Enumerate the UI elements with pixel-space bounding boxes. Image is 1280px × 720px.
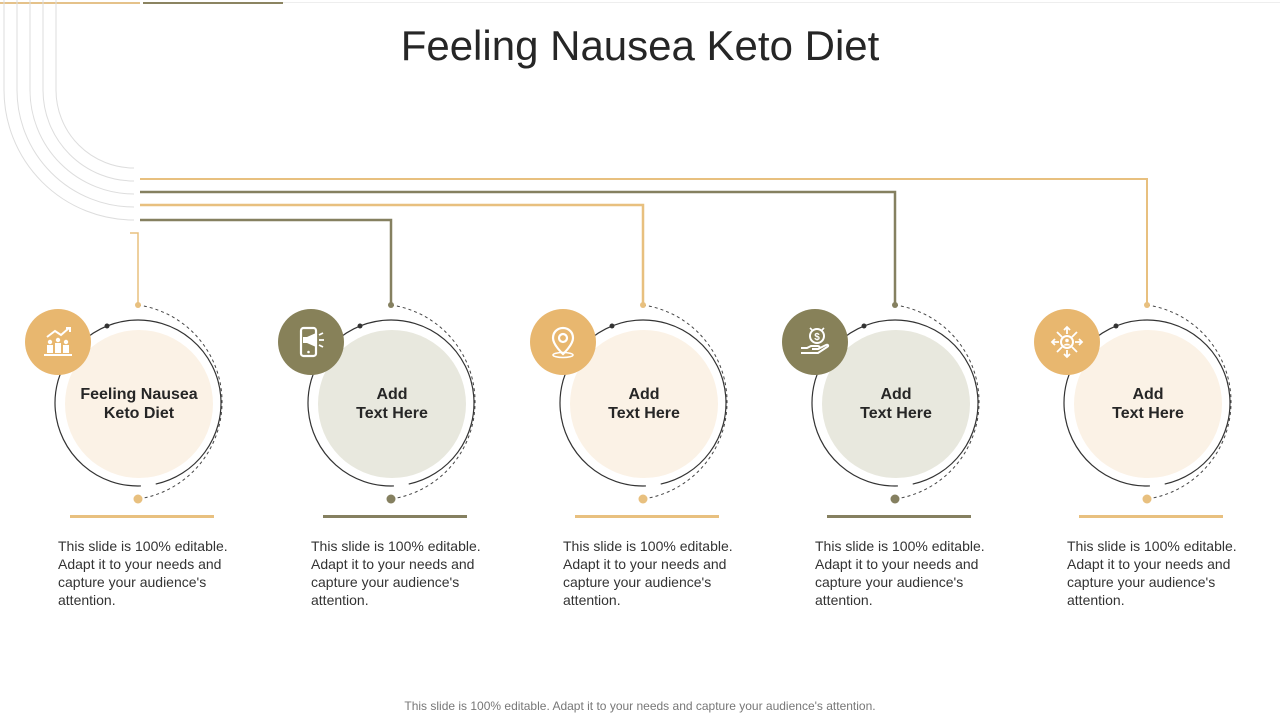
step-center-circle: Add Text Here [822,330,970,478]
step-label: Add Text Here [608,386,680,422]
person-network-icon [1050,325,1084,359]
svg-text:$: $ [814,332,820,343]
step-card-3: Add Text Here This slide is 100% editabl… [530,300,750,630]
step-label: Add Text Here [860,386,932,422]
step-underline [323,515,467,518]
step-center-circle: Add Text Here [318,330,466,478]
step-underline [70,515,214,518]
step-center-circle: Add Text Here [1074,330,1222,478]
top-accent-bar-gold [0,2,140,4]
step-label: Add Text Here [1112,386,1184,422]
step-ring-graphic [307,302,476,504]
step-label: Add Text Here [356,386,428,422]
step-description: This slide is 100% editable. Adapt it to… [311,538,481,608]
mobile-megaphone-icon [299,326,324,358]
step-description: This slide is 100% editable. Adapt it to… [815,538,985,608]
step-icon-badge [530,309,596,375]
step-card-5: Add Text Here This slide is 100% editabl… [1034,300,1254,630]
step-card-4: Add Text Here $ This slide is 100% edita… [782,300,1002,630]
step-underline [827,515,971,518]
step-ring-graphic [54,302,223,504]
footer-note: This slide is 100% editable. Adapt it to… [404,699,876,713]
step-icon-badge [1034,309,1100,375]
location-pin-icon [551,326,575,359]
top-rule [283,2,1280,3]
step-icon-badge: $ [782,309,848,375]
top-accent-bar-olive [143,2,283,4]
step-card-2: Add Text Here This slide is 100% editabl… [278,300,498,630]
step-underline [575,515,719,518]
page-title: Feeling Nausea Keto Diet [400,22,880,69]
step-icon-badge [278,309,344,375]
step-icon-badge [25,309,91,375]
hierarchy-chart-icon [44,327,72,356]
hand-dollar-icon: $ [801,327,830,354]
step-card-1: Feeling Nausea Keto Diet This slide is 1… [25,300,245,630]
step-description: This slide is 100% editable. Adapt it to… [58,538,228,608]
step-description: This slide is 100% editable. Adapt it to… [563,538,733,608]
step-center-circle: Feeling Nausea Keto Diet [65,330,213,478]
step-center-circle: Add Text Here [570,330,718,478]
step-description: This slide is 100% editable. Adapt it to… [1067,538,1237,608]
step-ring-graphic [811,302,980,504]
step-ring-graphic [559,302,728,504]
step-label: Feeling Nausea Keto Diet [80,386,198,422]
step-underline [1079,515,1223,518]
step-ring-graphic [1063,302,1232,504]
